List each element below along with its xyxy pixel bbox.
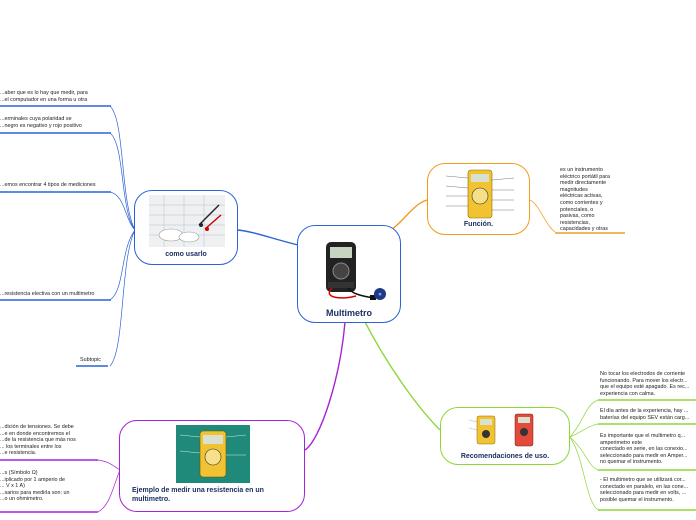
central-node[interactable]: « Multimetro	[297, 225, 401, 323]
node-recomendaciones[interactable]: Recomendaciones de uso.	[440, 407, 570, 465]
leaf-recomendaciones-4[interactable]: - El multimetro que se utilizará cor... …	[600, 477, 689, 503]
leaf-ejemplo-2[interactable]: ...s (Símbolo Ω) ...iplicado por 1 amper…	[0, 470, 70, 503]
blueprint-image	[149, 195, 225, 247]
leaf-recomendaciones-2[interactable]: El día antes de la experiencia, hay ... …	[600, 408, 690, 421]
link-central-recomendaciones	[364, 321, 441, 431]
leaf-ejemplo-1[interactable]: ...dición de tensiones. Se debe ...e en …	[0, 424, 76, 457]
leaf-funcion-1[interactable]: es un instrumento eléctrico portátil par…	[560, 167, 611, 233]
node-funcion[interactable]: Función.	[427, 163, 530, 235]
multimeter-diagram-image	[445, 169, 515, 219]
link-central-uso	[237, 229, 299, 246]
multimeters-image	[469, 413, 534, 447]
node-recomendaciones-title: Recomendaciones de uso.	[460, 453, 550, 460]
node-como-usarlo-title: como usarlo	[165, 251, 207, 258]
multimeter-parts-image	[176, 425, 250, 483]
multimeter-image: «	[326, 242, 386, 300]
svg-text:«: «	[378, 291, 382, 298]
leaf-uso-5[interactable]: Subtopic	[80, 357, 101, 363]
node-funcion-title: Función.	[463, 221, 494, 228]
node-ejemplo-title: Ejemplo de medir una resistencia en un m…	[132, 487, 264, 503]
link-central-ejemplo	[304, 321, 346, 451]
node-ejemplo[interactable]: Ejemplo de medir una resistencia en un m…	[119, 420, 305, 512]
leaf-uso-2[interactable]: ...erminales cuya polaridad se ...negro …	[0, 116, 82, 129]
leaf-uso-3[interactable]: ...emos encontrar 4 tipos de mediciones	[0, 182, 96, 188]
leaf-recomendaciones-1[interactable]: No tocar los electrodos de corriente fun…	[600, 371, 690, 397]
leaf-uso-4[interactable]: ...resistencia electiva con un multimetr…	[0, 291, 95, 297]
central-title: Multimetro	[326, 308, 372, 318]
leaf-uso-1[interactable]: ...aber que es lo hay que medir, para ..…	[0, 90, 88, 103]
node-como-usarlo[interactable]: como usarlo	[134, 190, 238, 265]
leaf-recomendaciones-3[interactable]: Es importante que el multimetro q... amp…	[600, 433, 688, 466]
